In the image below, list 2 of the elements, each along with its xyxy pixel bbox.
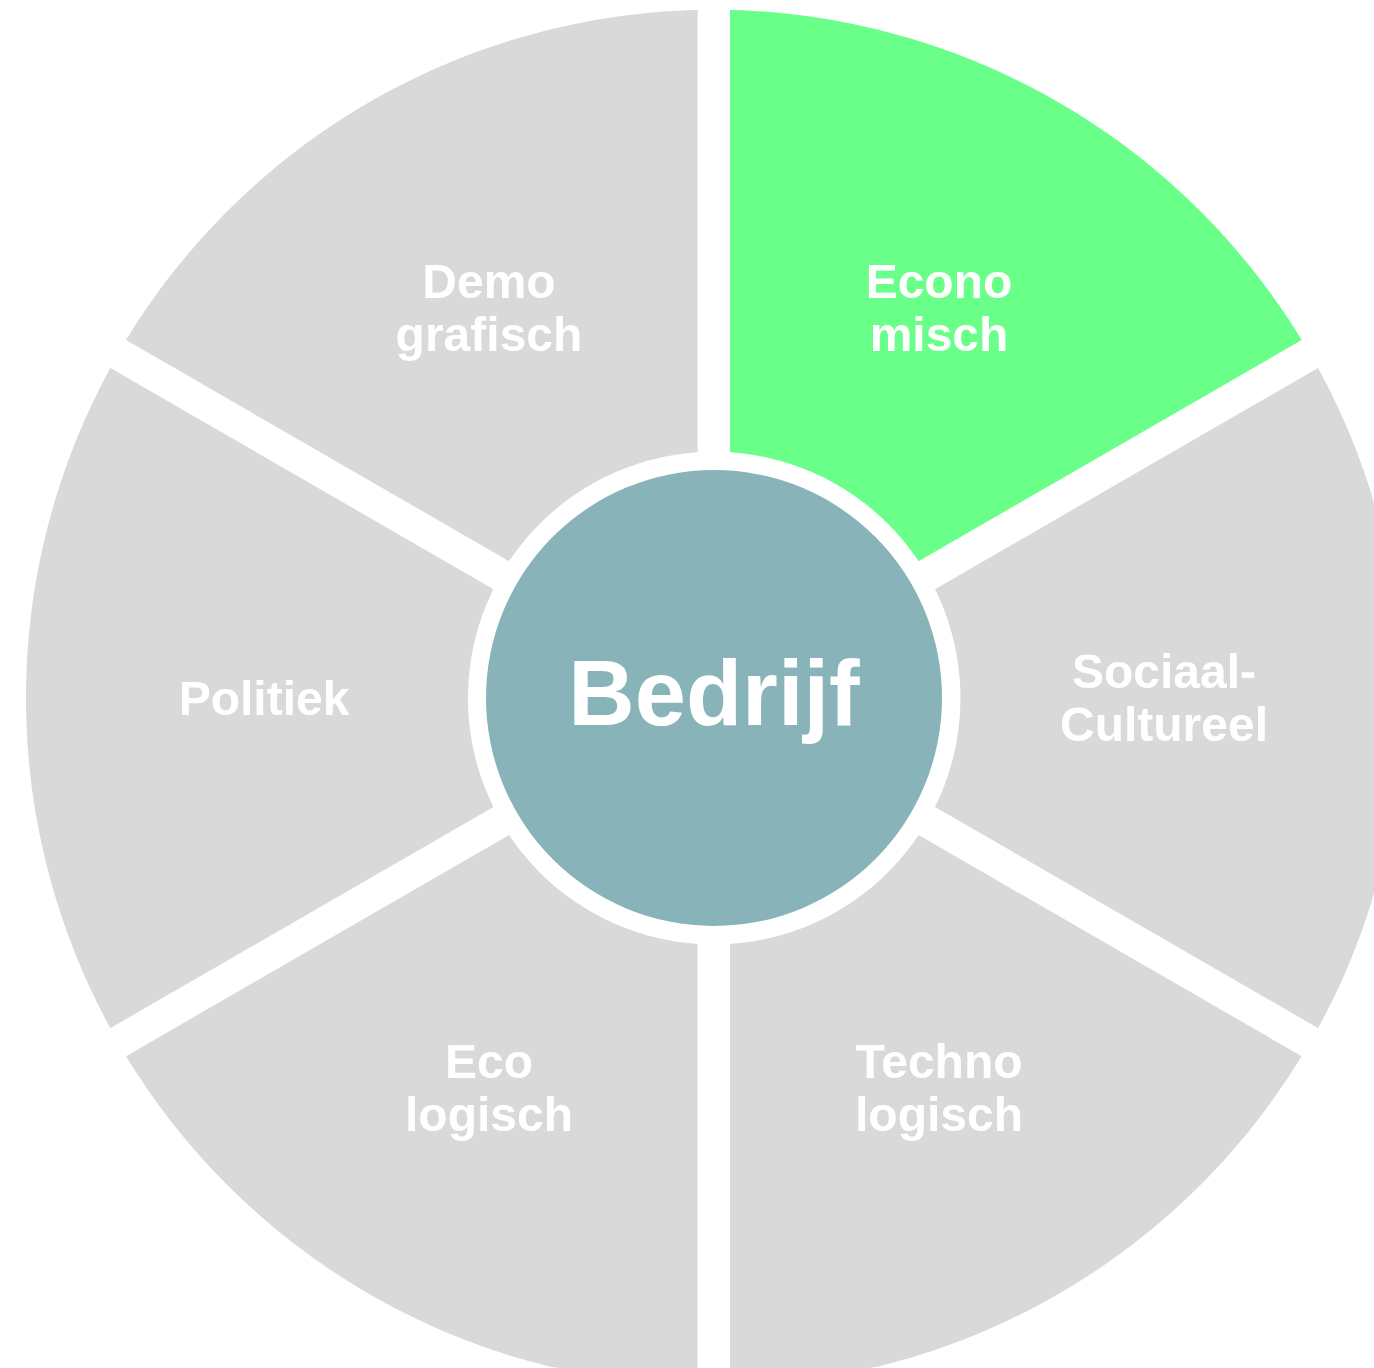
segment-label: Econo misch: [864, 255, 1014, 362]
center-label: Bedrijf: [568, 641, 860, 747]
